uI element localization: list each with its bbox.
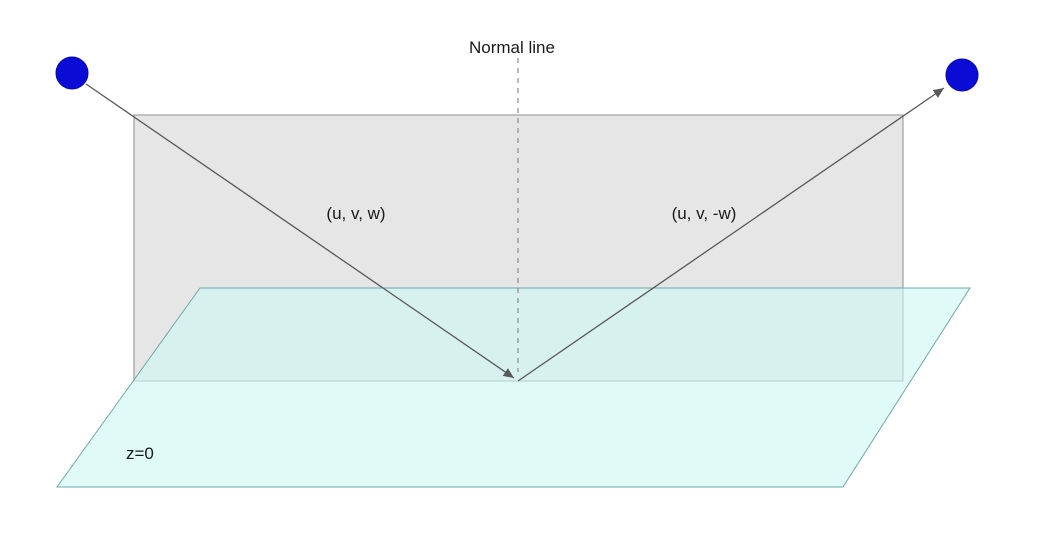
reflected-point-dot	[945, 58, 979, 92]
normal-line-label: Normal line	[469, 38, 555, 57]
source-point-dot	[55, 56, 89, 90]
ground-plane-label: z=0	[126, 444, 154, 463]
ground-plane	[56, 287, 971, 488]
reflected-ray-arrow	[517, 87, 945, 382]
incident-ray-arrow	[85, 83, 515, 379]
reflected-vector-label: (u, v, -w)	[672, 204, 737, 223]
incident-vector-label: (u, v, w)	[326, 204, 385, 223]
